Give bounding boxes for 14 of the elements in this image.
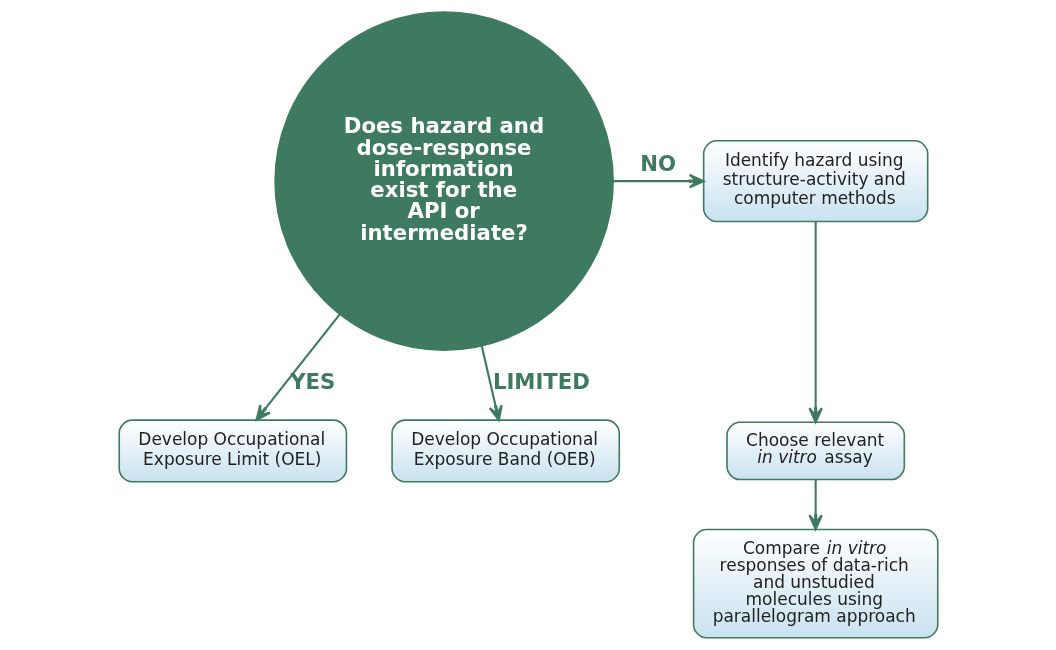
node-box: Choose relevant in vitro assay xyxy=(725,421,905,481)
node-box: Compare in vitro responses of data-rich and unstudied molecules using parallelogram approach xyxy=(692,528,939,639)
arrow xyxy=(612,173,705,189)
node-circle: Does hazard and dose-response information exist for the API or intermediate? xyxy=(273,11,614,351)
arrow xyxy=(255,313,341,421)
node-box: Develop Occupational Exposure Band (OEB) xyxy=(390,419,620,483)
edge-label: NO xyxy=(639,150,676,176)
arrow xyxy=(807,221,823,424)
edge-label: LIMITED xyxy=(492,369,590,395)
node-box: Develop Occupational Exposure Limit (OEL) xyxy=(117,419,347,483)
edge-label: YES xyxy=(289,369,335,395)
arrow xyxy=(480,345,503,422)
node-box: Identify hazard using structure-activity and computer methods xyxy=(702,140,928,223)
arrow xyxy=(807,479,823,531)
